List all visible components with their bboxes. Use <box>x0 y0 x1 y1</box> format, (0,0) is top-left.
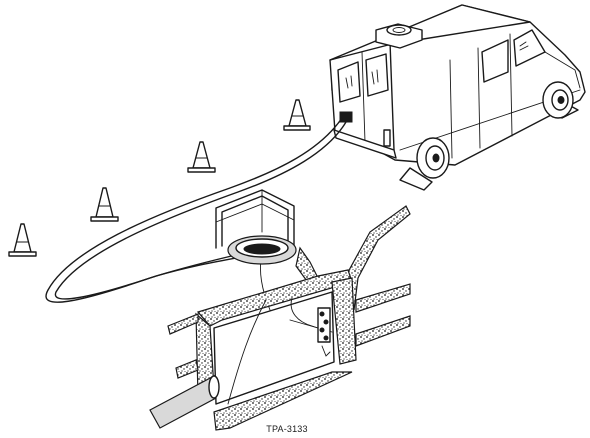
van-front-wheel-icon <box>542 81 574 119</box>
traffic-cone-icon <box>187 141 216 173</box>
underground-vault-icon <box>149 205 411 431</box>
traffic-cone-icon <box>90 187 119 222</box>
manhole-guardrail-icon <box>215 189 295 249</box>
van-icon <box>329 4 586 191</box>
traffic-cone-icon <box>8 223 37 257</box>
figure-label: TPA-3133 <box>266 424 308 434</box>
van-rear-wheel-icon <box>416 137 450 179</box>
traffic-cone-icon <box>283 99 311 131</box>
manhole-cover-icon <box>227 235 297 265</box>
